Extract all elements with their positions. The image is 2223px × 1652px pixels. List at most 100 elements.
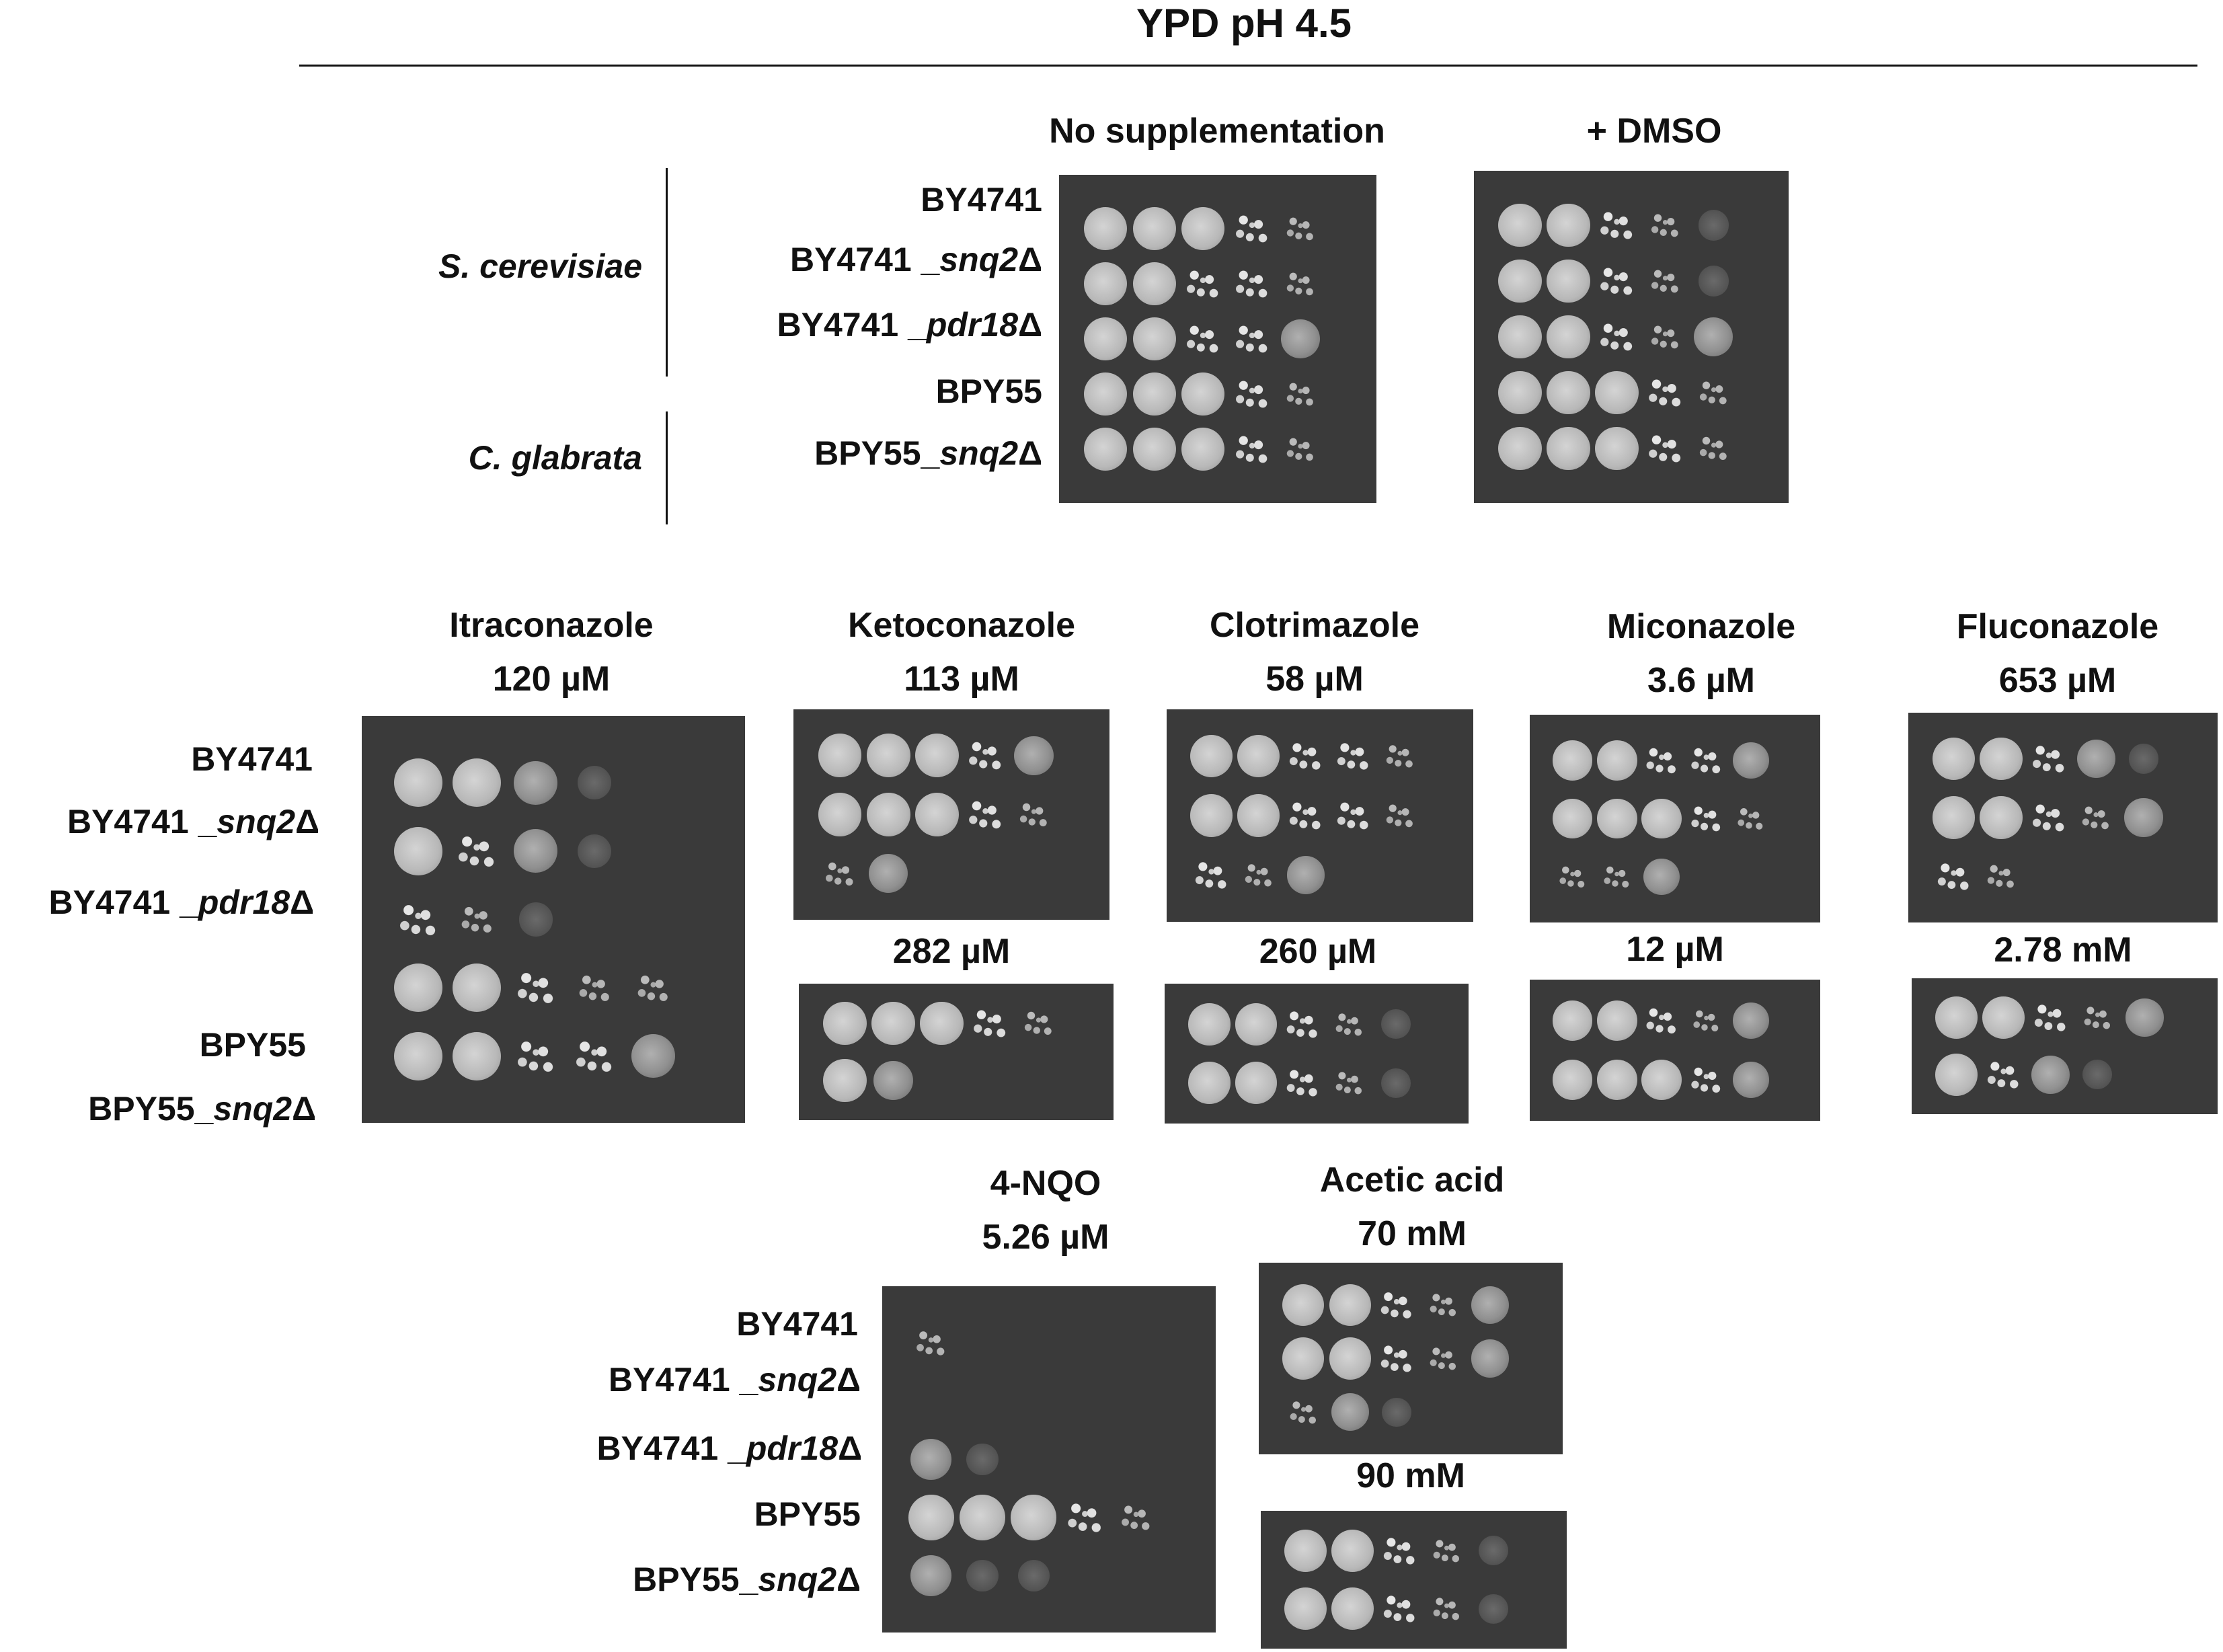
strain-label: BY4741 _pdr18Δ: [777, 306, 1043, 344]
species-bracket-glabrata: [666, 411, 668, 524]
condition-concentration: 113 µM: [904, 660, 1019, 699]
growth-spot: [1382, 738, 1418, 775]
growth-spot: [1331, 1006, 1368, 1042]
growth-spot: [966, 1443, 999, 1476]
condition-fluconazole-conc2: 2.78 mM: [1994, 931, 2132, 970]
growth-spot: [964, 734, 1007, 778]
growth-spot: [1694, 317, 1733, 357]
condition-itraconazole: Itraconazole 120 µM: [377, 598, 726, 706]
growth-spot: [1600, 859, 1635, 894]
growth-spot: [453, 758, 502, 808]
growth-spot: [866, 734, 910, 778]
growth-spot: [920, 1001, 964, 1046]
strain-label: BPY55: [754, 1495, 861, 1533]
growth-spot: [1331, 735, 1374, 778]
growth-spot: [871, 1001, 915, 1046]
growth-spot: [1641, 798, 1682, 839]
growth-spot: [1284, 1587, 1327, 1630]
growth-spot: [1230, 262, 1274, 305]
condition-acetic-acid-conc2: 90 mM: [1356, 1456, 1465, 1495]
strain-label: BPY55_snq2Δ: [633, 1561, 861, 1598]
plate-ketoconazole-113uM: [793, 709, 1109, 920]
growth-spot: [1190, 853, 1233, 896]
growth-spot: [1983, 858, 2020, 895]
condition-fluconazole: Fluconazole 653 µM: [1889, 600, 2223, 707]
growth-spot: [1646, 206, 1684, 244]
growth-spot: [1381, 1009, 1411, 1039]
growth-spot: [1595, 203, 1639, 247]
growth-spot: [1282, 1284, 1325, 1326]
growth-spot: [1132, 427, 1176, 471]
growth-spot: [1230, 207, 1274, 250]
growth-spot: [1132, 207, 1176, 250]
condition-concentration: 70 mM: [1358, 1214, 1467, 1253]
condition-concentration: 5.26 µM: [982, 1218, 1109, 1257]
growth-spot: [1686, 740, 1727, 781]
growth-spot: [1382, 1397, 1411, 1427]
growth-spot: [1132, 317, 1176, 360]
growth-spot: [1286, 856, 1325, 894]
growth-spot: [1426, 1341, 1462, 1376]
growth-spot: [1241, 857, 1277, 894]
growth-spot: [1596, 798, 1637, 839]
growth-spot: [1331, 794, 1374, 837]
plate-itraconazole-120uM: [362, 716, 745, 1123]
growth-spot: [823, 1001, 867, 1046]
growth-spot: [2082, 1060, 2113, 1090]
growth-spot: [1552, 740, 1593, 781]
growth-spot: [1331, 1065, 1368, 1101]
growth-spot: [873, 1061, 913, 1101]
growth-spot: [1646, 318, 1684, 356]
growth-spot: [1641, 1000, 1682, 1041]
growth-spot: [1230, 317, 1274, 360]
strain-label: BY4741 _snq2Δ: [789, 241, 1042, 278]
strain-label: BY4741 _snq2Δ: [608, 1361, 861, 1399]
growth-spot: [1595, 426, 1639, 471]
growth-spot: [1116, 1498, 1156, 1537]
growth-spot: [1237, 794, 1280, 837]
growth-spot: [2079, 999, 2116, 1036]
growth-spot: [908, 1495, 954, 1540]
figure-title: YPD pH 4.5: [1136, 1, 1352, 46]
growth-spot: [1284, 735, 1327, 778]
growth-spot: [1376, 1337, 1418, 1380]
strain-label: BPY55_snq2Δ: [814, 434, 1042, 472]
growth-spot: [1284, 1530, 1327, 1572]
growth-spot: [1643, 370, 1687, 415]
growth-spot: [1331, 1587, 1374, 1630]
growth-spot: [1732, 1062, 1769, 1098]
growth-spot: [2125, 998, 2164, 1037]
plate-miconazole-12uM: [1530, 980, 1820, 1121]
growth-spot: [1982, 996, 2025, 1039]
growth-spot: [1595, 370, 1639, 415]
plate-ketoconazole-282uM: [799, 984, 1114, 1120]
title-underline: [299, 65, 2197, 67]
growth-spot: [1479, 1536, 1509, 1566]
growth-spot: [1547, 370, 1590, 415]
growth-spot: [1011, 1495, 1056, 1540]
growth-spot: [2078, 799, 2115, 836]
growth-spot: [1017, 1559, 1050, 1592]
growth-spot: [1132, 262, 1176, 305]
condition-concentration: 58 µM: [1265, 660, 1364, 699]
growth-spot: [393, 826, 442, 875]
growth-spot: [2128, 744, 2159, 774]
growth-spot: [966, 1559, 999, 1592]
growth-spot: [1643, 859, 1680, 895]
growth-spot: [1084, 317, 1128, 360]
growth-spot: [1596, 740, 1637, 781]
growth-spot: [1331, 1393, 1369, 1431]
growth-spot: [578, 766, 612, 800]
growth-spot: [866, 793, 910, 836]
growth-spot: [1694, 430, 1732, 467]
growth-spot: [1552, 1060, 1593, 1100]
plate-clotrimazole-58uM: [1167, 709, 1473, 922]
growth-spot: [1282, 1337, 1325, 1380]
plate-clotrimazole-260uM: [1165, 984, 1469, 1124]
growth-spot: [393, 963, 442, 1013]
growth-spot: [2124, 798, 2163, 837]
growth-spot: [1084, 427, 1128, 471]
condition-ketoconazole: Ketoconazole 113 µM: [793, 598, 1130, 706]
strain-label: BY4741 _pdr18Δ: [48, 883, 315, 921]
growth-spot: [964, 793, 1007, 836]
